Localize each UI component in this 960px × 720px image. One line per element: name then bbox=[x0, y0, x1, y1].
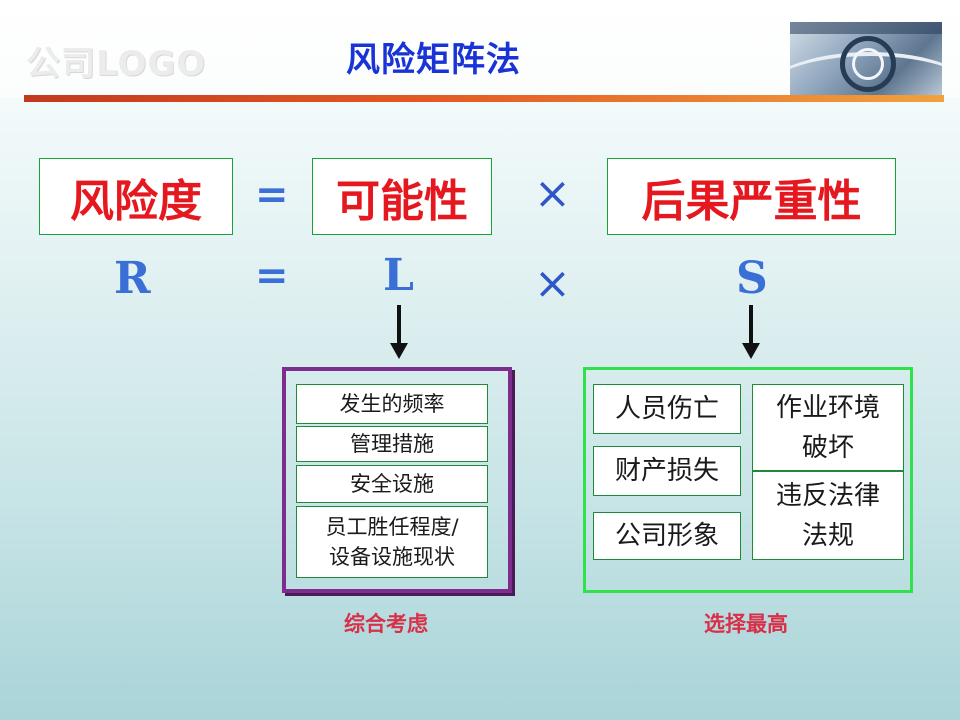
symbol-s: S bbox=[736, 253, 768, 304]
severity-factors-frame bbox=[583, 367, 913, 593]
image-top-bar bbox=[790, 22, 942, 34]
factor-management: 管理措施 bbox=[296, 426, 488, 462]
severity-environment: 作业环境 破坏 bbox=[752, 384, 904, 471]
equals-sign-2: = bbox=[255, 253, 289, 299]
arrow-l-head bbox=[390, 343, 408, 359]
severity-environment-line1: 作业环境 bbox=[775, 392, 880, 423]
factor-competence-line1: 员工胜任程度/ bbox=[325, 515, 459, 539]
severity-box: 后果严重性 bbox=[607, 158, 896, 235]
severity-caption: 选择最高 bbox=[704, 611, 788, 636]
severity-law-line2: 法规 bbox=[801, 520, 854, 551]
severity-law-line1: 违反法律 bbox=[775, 480, 880, 511]
severity-property: 财产损失 bbox=[593, 446, 741, 496]
risk-box: 风险度 bbox=[39, 158, 233, 235]
image-ring bbox=[840, 36, 896, 92]
likelihood-box: 可能性 bbox=[312, 158, 492, 235]
severity-label: 后果严重性 bbox=[641, 175, 862, 227]
header-decorative-image bbox=[790, 22, 942, 96]
factor-frequency: 发生的频率 bbox=[296, 384, 488, 424]
times-sign-2: × bbox=[534, 258, 571, 309]
symbol-l: L bbox=[383, 250, 414, 301]
image-inner-ring bbox=[852, 48, 884, 80]
slide-title: 风险矩阵法 bbox=[346, 40, 521, 80]
severity-law: 违反法律 法规 bbox=[752, 471, 904, 560]
company-logo: 公司LOGO bbox=[26, 44, 207, 84]
header-divider bbox=[24, 95, 944, 102]
arrow-l-shaft bbox=[397, 305, 401, 345]
factor-competence: 员工胜任程度/ 设备设施现状 bbox=[296, 506, 488, 578]
severity-personnel: 人员伤亡 bbox=[593, 384, 741, 434]
likelihood-caption: 综合考虑 bbox=[344, 611, 428, 636]
factor-competence-line2: 设备设施现状 bbox=[329, 545, 455, 569]
arrow-s-head bbox=[742, 343, 760, 359]
arrow-s-shaft bbox=[749, 305, 753, 345]
severity-environment-line2: 破坏 bbox=[801, 432, 854, 463]
equals-sign-1: = bbox=[255, 172, 289, 218]
factor-safety-facilities: 安全设施 bbox=[296, 465, 488, 503]
likelihood-label: 可能性 bbox=[336, 175, 468, 227]
risk-label: 风险度 bbox=[70, 175, 202, 227]
symbol-r: R bbox=[114, 253, 151, 304]
likelihood-factors-frame bbox=[282, 367, 512, 593]
times-sign-1: × bbox=[534, 168, 571, 219]
severity-image: 公司形象 bbox=[593, 512, 741, 560]
